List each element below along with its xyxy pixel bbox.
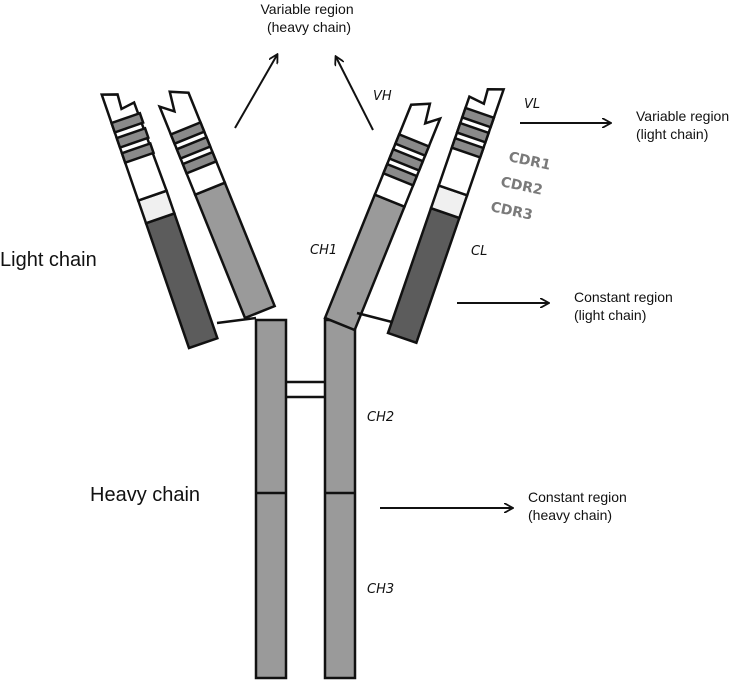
light-chain-left (100, 93, 219, 350)
label-variable-region-heavy: Variable region (heavy chain) (260, 1, 357, 35)
label-domain-vh: VH (373, 89, 392, 104)
disulfide-bond-left (216, 316, 257, 325)
label-constant-region-heavy: Constant region (heavy chain) (528, 489, 631, 523)
disulfide-bonds-hinge (286, 380, 325, 399)
label-cdr3: CDR3 (489, 199, 534, 223)
label-light-chain: Light chain (0, 249, 97, 271)
label-constant-region-light: Constant region (light chain) (574, 289, 677, 323)
label-domain-ch2: CH2 (367, 410, 394, 425)
label-domain-ch1: CH1 (310, 243, 337, 258)
label-domain-cl: CL (471, 244, 487, 259)
label-domain-vl: VL (524, 97, 540, 112)
label-domain-ch3: CH3 (367, 582, 394, 597)
label-cdr2: CDR2 (499, 174, 544, 198)
label-heavy-chain: Heavy chain (90, 484, 200, 506)
heavy-chain-stem-right (323, 318, 357, 680)
light-chain-right (386, 87, 506, 345)
disulfide-bond-right (356, 311, 393, 324)
heavy-chain-arm-right (323, 102, 443, 332)
label-cdr1: CDR1 (507, 149, 552, 173)
label-variable-region-light: Variable region (light chain) (636, 108, 733, 142)
arrow-variable-heavy-right (336, 57, 374, 131)
heavy-chain-arm-left (157, 90, 277, 320)
arrow-variable-heavy-left (234, 55, 277, 129)
heavy-chain-stem-left (254, 318, 288, 680)
